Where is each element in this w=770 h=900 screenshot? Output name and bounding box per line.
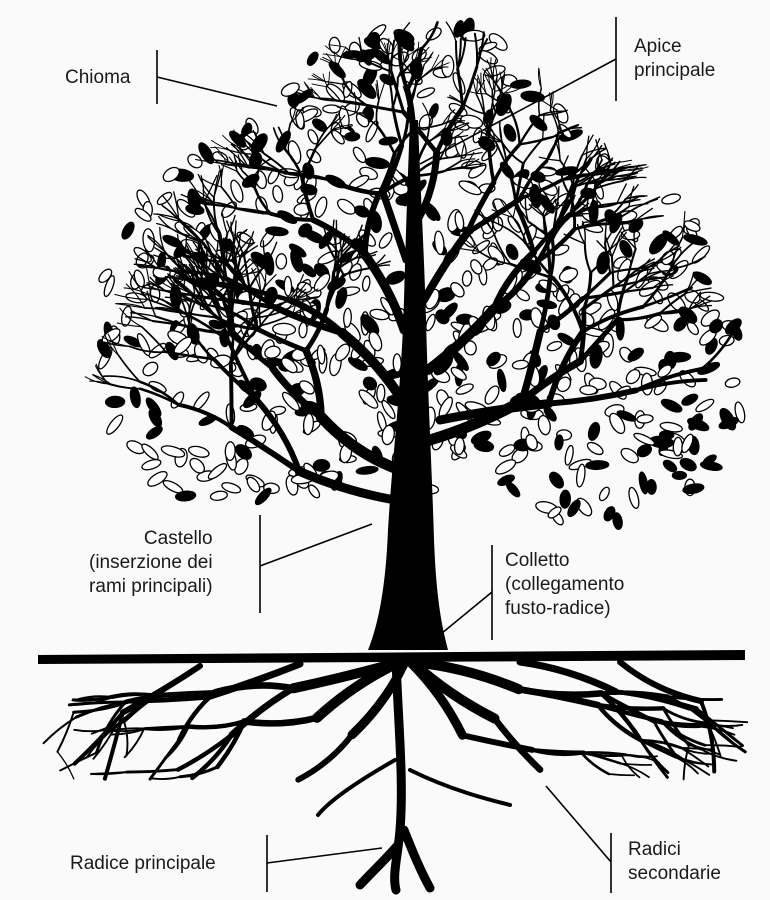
radici-leader (546, 786, 611, 862)
label-radice-principale: Radice principale (70, 852, 216, 876)
label-apice-principale: Apice principale (634, 35, 715, 83)
chioma-leader (157, 77, 277, 106)
castello-leader (260, 524, 372, 566)
label-castello: Castello (inserzione dei rami principali… (89, 527, 213, 599)
label-radici-secondarie: Radici secondarie (628, 838, 721, 886)
radice-leader (267, 848, 382, 863)
label-colletto: Colletto (collegamento fusto-radice) (505, 549, 624, 621)
label-chioma: Chioma (65, 66, 130, 90)
colletto-leader (436, 592, 492, 638)
